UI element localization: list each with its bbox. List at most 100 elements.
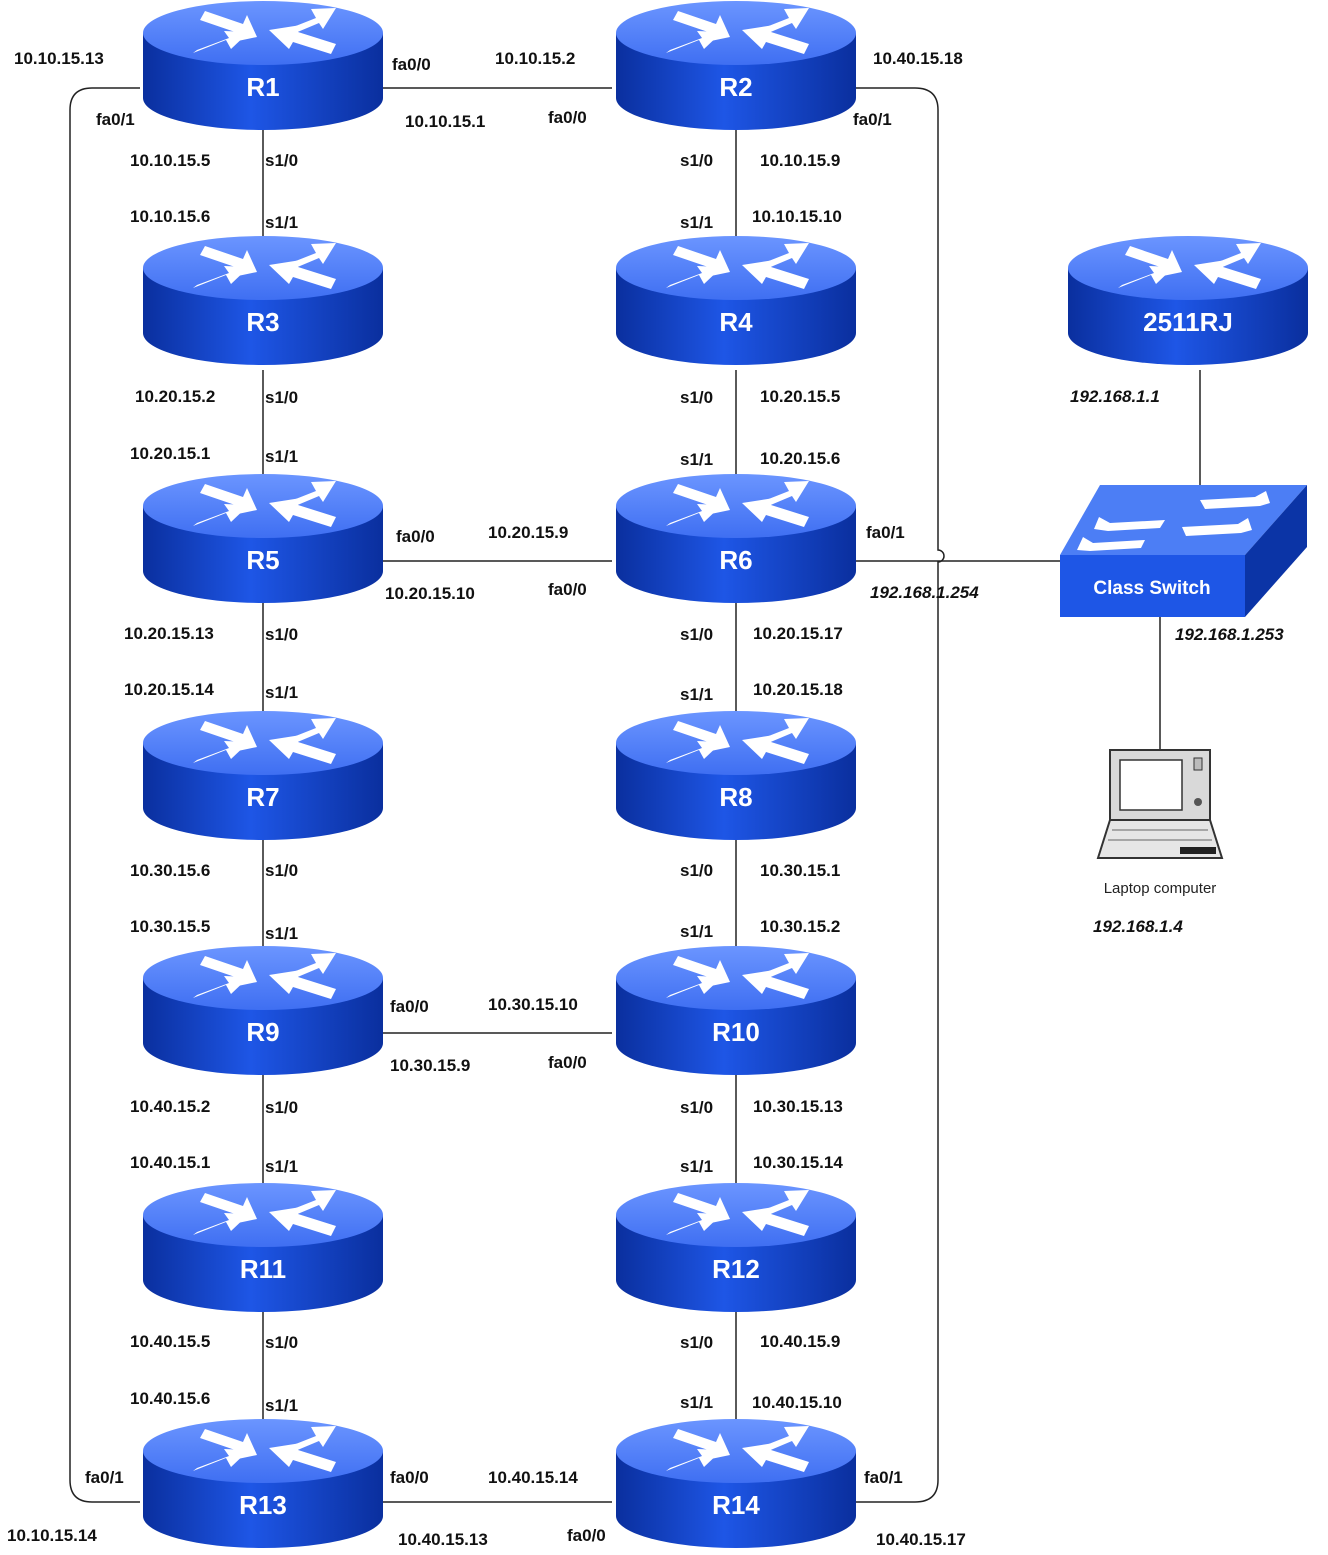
router-icon xyxy=(616,236,856,365)
interface-label: s1/0 xyxy=(265,151,298,170)
router-icon xyxy=(1068,236,1308,365)
ip-address-label: 10.20.15.5 xyxy=(760,387,840,406)
interface-label: s1/1 xyxy=(265,213,298,232)
ip-address-label: 10.30.15.10 xyxy=(488,995,578,1014)
interface-label: s1/1 xyxy=(265,1157,298,1176)
class-switch[interactable]: Class Switch xyxy=(1060,485,1307,617)
router-name: R11 xyxy=(240,1254,286,1284)
router-name: R1 xyxy=(246,72,279,102)
interface-label: fa0/0 xyxy=(390,1468,429,1487)
router-r4[interactable]: R4 xyxy=(616,236,856,365)
ip-address-label: 10.40.15.10 xyxy=(752,1393,842,1412)
interface-label: s1/0 xyxy=(680,388,713,407)
interface-label: s1/1 xyxy=(265,447,298,466)
interface-label: s1/0 xyxy=(680,1333,713,1352)
router-name: R9 xyxy=(246,1017,279,1047)
router-icon xyxy=(616,711,856,840)
ip-address-label: 10.20.15.18 xyxy=(753,680,843,699)
router-r8[interactable]: R8 xyxy=(616,711,856,840)
interface-label: s1/0 xyxy=(265,861,298,880)
router-2511rj[interactable]: 2511RJ xyxy=(1068,236,1308,365)
router-icon xyxy=(143,474,383,603)
router-icon xyxy=(616,1183,856,1312)
interface-label: s1/1 xyxy=(265,1396,298,1415)
laptop-computer[interactable]: Laptop computer xyxy=(1096,749,1224,897)
ip-label-2511rj: 192.168.1.1 xyxy=(1070,387,1160,406)
interface-label: fa0/0 xyxy=(567,1526,606,1545)
router-name: R6 xyxy=(719,545,752,575)
ip-address-label: 10.40.15.1 xyxy=(130,1153,210,1172)
ip-address-label: 10.10.15.13 xyxy=(14,49,104,68)
interface-label: s1/0 xyxy=(265,388,298,407)
router-r12[interactable]: R12 xyxy=(616,1183,856,1312)
interface-label: fa0/1 xyxy=(864,1468,903,1487)
ip-address-label: 10.30.15.9 xyxy=(390,1056,470,1075)
router-name: R12 xyxy=(712,1254,760,1284)
router-r9[interactable]: R9 xyxy=(143,946,383,1075)
router-r3[interactable]: R3 xyxy=(143,236,383,365)
router-name: R8 xyxy=(719,782,752,812)
interface-label: fa0/0 xyxy=(548,108,587,127)
router-r5[interactable]: R5 xyxy=(143,474,383,603)
interface-label: s1/0 xyxy=(265,1333,298,1352)
interface-label: s1/1 xyxy=(680,213,713,232)
router-r10[interactable]: R10 xyxy=(616,946,856,1075)
router-name: 2511RJ xyxy=(1143,307,1233,337)
ip-address-label: 10.10.15.10 xyxy=(752,207,842,226)
ip-address-label: 10.30.15.1 xyxy=(760,861,840,880)
router-r7[interactable]: R7 xyxy=(143,711,383,840)
interface-label: fa0/0 xyxy=(548,1053,587,1072)
ip-address-label: 10.40.15.13 xyxy=(398,1530,488,1549)
router-icon xyxy=(143,1,383,130)
ip-address-label: 10.20.15.9 xyxy=(488,523,568,542)
interface-label: s1/1 xyxy=(680,450,713,469)
router-icon xyxy=(616,946,856,1075)
router-r6[interactable]: R6 xyxy=(616,474,856,603)
interface-label: s1/0 xyxy=(680,625,713,644)
ip-address-label: 10.10.15.6 xyxy=(130,207,210,226)
interface-label: s1/1 xyxy=(265,924,298,943)
router-name: R4 xyxy=(719,307,753,337)
ip-address-label: 10.40.15.5 xyxy=(130,1332,210,1351)
ip-address-label: 10.40.15.2 xyxy=(130,1097,210,1116)
router-r1[interactable]: R1 xyxy=(143,1,383,130)
interface-label: s1/0 xyxy=(265,625,298,644)
ip-address-label: 10.20.15.2 xyxy=(135,387,215,406)
ip-address-label: 10.10.15.9 xyxy=(760,151,840,170)
ip-label-laptop: 192.168.1.4 xyxy=(1093,917,1183,936)
router-r11[interactable]: R11 xyxy=(143,1183,383,1312)
interface-label: fa0/0 xyxy=(396,527,435,546)
router-r2[interactable]: R2 xyxy=(616,1,856,130)
interface-label: s1/1 xyxy=(680,685,713,704)
router-name: R5 xyxy=(246,545,279,575)
interface-label: s1/1 xyxy=(680,1157,713,1176)
ip-address-label: 10.20.15.13 xyxy=(124,624,214,643)
router-r14[interactable]: R14 xyxy=(616,1419,856,1548)
interface-label: fa0/0 xyxy=(548,580,587,599)
switch-arrows-icon xyxy=(1077,491,1270,551)
ip-address-label: 10.20.15.6 xyxy=(760,449,840,468)
interface-label: fa0/0 xyxy=(390,997,429,1016)
ip-label-switch: 192.168.1.253 xyxy=(1175,625,1284,644)
ip-address-label: 10.10.15.5 xyxy=(130,151,210,170)
interface-label: s1/1 xyxy=(680,922,713,941)
router-icon xyxy=(616,1,856,130)
router-r13[interactable]: R13 xyxy=(143,1419,383,1548)
interface-label: s1/0 xyxy=(680,861,713,880)
laptop-caption: Laptop computer xyxy=(1104,880,1217,897)
router-icon xyxy=(616,1419,856,1548)
ip-address-label: 10.20.15.1 xyxy=(130,444,210,463)
router-icon xyxy=(143,946,383,1075)
router-icon xyxy=(143,1183,383,1312)
router-name: R2 xyxy=(719,72,752,102)
ip-address-label: 10.20.15.10 xyxy=(385,584,475,603)
ip-address-label: 10.10.15.2 xyxy=(495,49,575,68)
links-layer xyxy=(69,87,1201,1503)
ip-address-label: 10.40.15.6 xyxy=(130,1389,210,1408)
interface-label: s1/1 xyxy=(265,683,298,702)
ip-address-label: 10.40.15.14 xyxy=(488,1468,578,1487)
interface-label: fa0/1 xyxy=(96,110,135,129)
ip-address-label: 10.20.15.17 xyxy=(753,624,843,643)
